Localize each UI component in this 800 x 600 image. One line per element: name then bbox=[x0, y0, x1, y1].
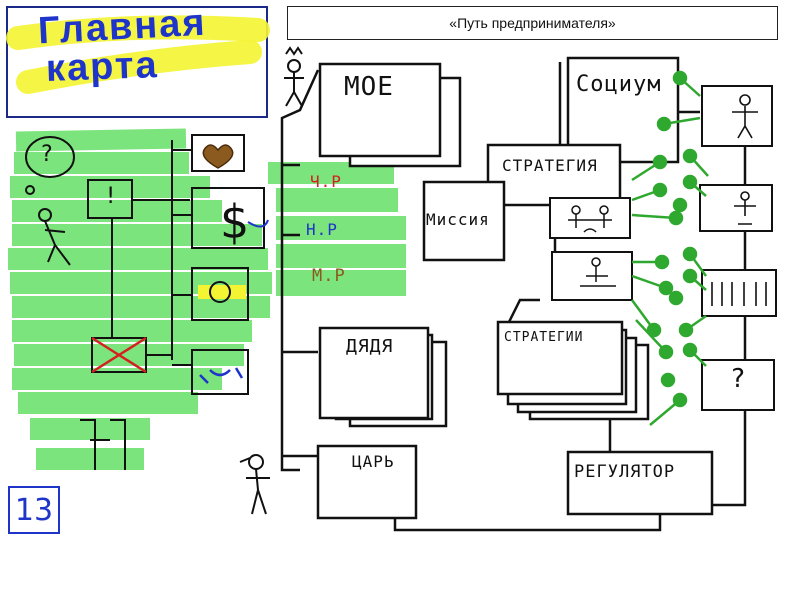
tag-ch-r: Ч.Р bbox=[310, 172, 342, 191]
title-frame bbox=[6, 6, 268, 118]
label-socium: Социум bbox=[576, 72, 662, 97]
label-strategy: СТРАТЕГИЯ bbox=[502, 156, 598, 175]
heart-box bbox=[191, 134, 245, 172]
question-circle bbox=[25, 136, 75, 178]
label-moe: МОЕ bbox=[344, 72, 394, 102]
left-exclaim-mark: ! bbox=[104, 184, 119, 209]
label-mission: Миссия bbox=[426, 210, 490, 229]
label-tsar: ЦАРЬ bbox=[352, 452, 395, 471]
handshake-box bbox=[191, 349, 249, 395]
page-number: 13 bbox=[8, 486, 60, 534]
slide-caption: «Путь предпринимателя» bbox=[287, 6, 778, 40]
green-stripes bbox=[8, 128, 406, 470]
tag-n-r: Н.Р bbox=[306, 220, 338, 239]
tag-m-r: М.Р bbox=[312, 266, 346, 286]
dollar-box bbox=[191, 187, 265, 249]
bulb-box bbox=[191, 267, 249, 321]
label-uncle: ДЯДЯ bbox=[346, 336, 394, 357]
left-question-mark: ? bbox=[40, 142, 55, 167]
svg-text:$: $ bbox=[220, 195, 249, 249]
label-regulator: РЕГУЛЯТОР bbox=[574, 462, 676, 482]
label-strategies: СТРАТЕГИИ bbox=[504, 330, 584, 345]
label-question-box: ? bbox=[730, 364, 747, 394]
